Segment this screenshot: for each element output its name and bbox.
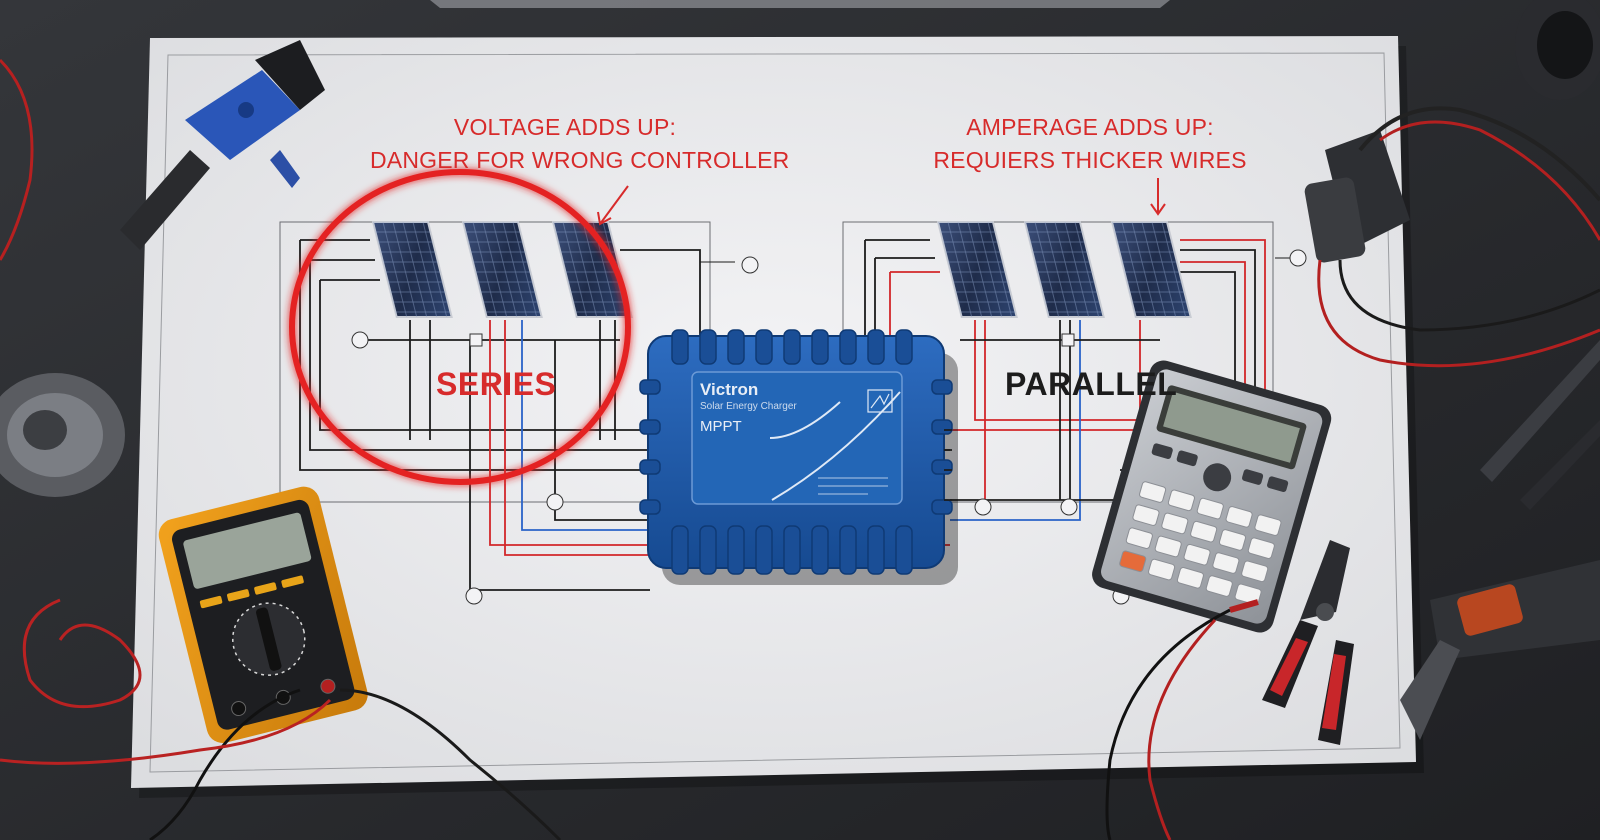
red-wire-left — [0, 58, 34, 261]
probe-tools-right — [1400, 340, 1600, 740]
solar-symbol-icon — [867, 389, 893, 413]
parallel-note-line-2: REQUIERS THICKER WIRES — [933, 147, 1247, 173]
mppt-charge-controller — [639, 329, 958, 585]
series-label: SERIES — [436, 366, 557, 402]
parallel-label: PARALLEL — [1005, 366, 1178, 402]
wire-cutter-pliers — [1262, 540, 1354, 745]
series-annotation: VOLTAGE ADDS UP: DANGER FOR WRONG CONTRO… — [370, 111, 790, 177]
controller-brand: Victron — [700, 380, 759, 399]
parallel-solar-panels — [936, 221, 1192, 318]
series-solar-panels — [371, 221, 633, 318]
inline-fuse-holder — [0, 373, 125, 497]
parallel-annotation: AMPERAGE ADDS UP: REQUIERS THICKER WIRES — [895, 111, 1285, 177]
mc4-connector — [1304, 0, 1600, 368]
series-note-line-2: DANGER FOR WRONG CONTROLLER — [370, 147, 790, 173]
crimping-tool — [120, 40, 325, 250]
terminal-markers — [351, 249, 1307, 605]
parallel-note-line-1: AMPERAGE ADDS UP: — [966, 114, 1214, 140]
multimeter-leads — [0, 598, 562, 840]
controller-wires — [944, 429, 952, 501]
multimeter — [158, 486, 368, 743]
calculator — [1092, 360, 1332, 633]
series-note-line-1: VOLTAGE ADDS UP: — [453, 114, 677, 140]
test-leads-right — [1105, 599, 1259, 840]
parallel-arrow-icon — [1150, 178, 1166, 216]
series-arrow-icon — [597, 185, 629, 226]
controller-subtitle: Solar Energy Charger — [700, 401, 797, 412]
controller-model: MPPT — [700, 418, 742, 435]
series-highlight-circle — [289, 169, 631, 485]
